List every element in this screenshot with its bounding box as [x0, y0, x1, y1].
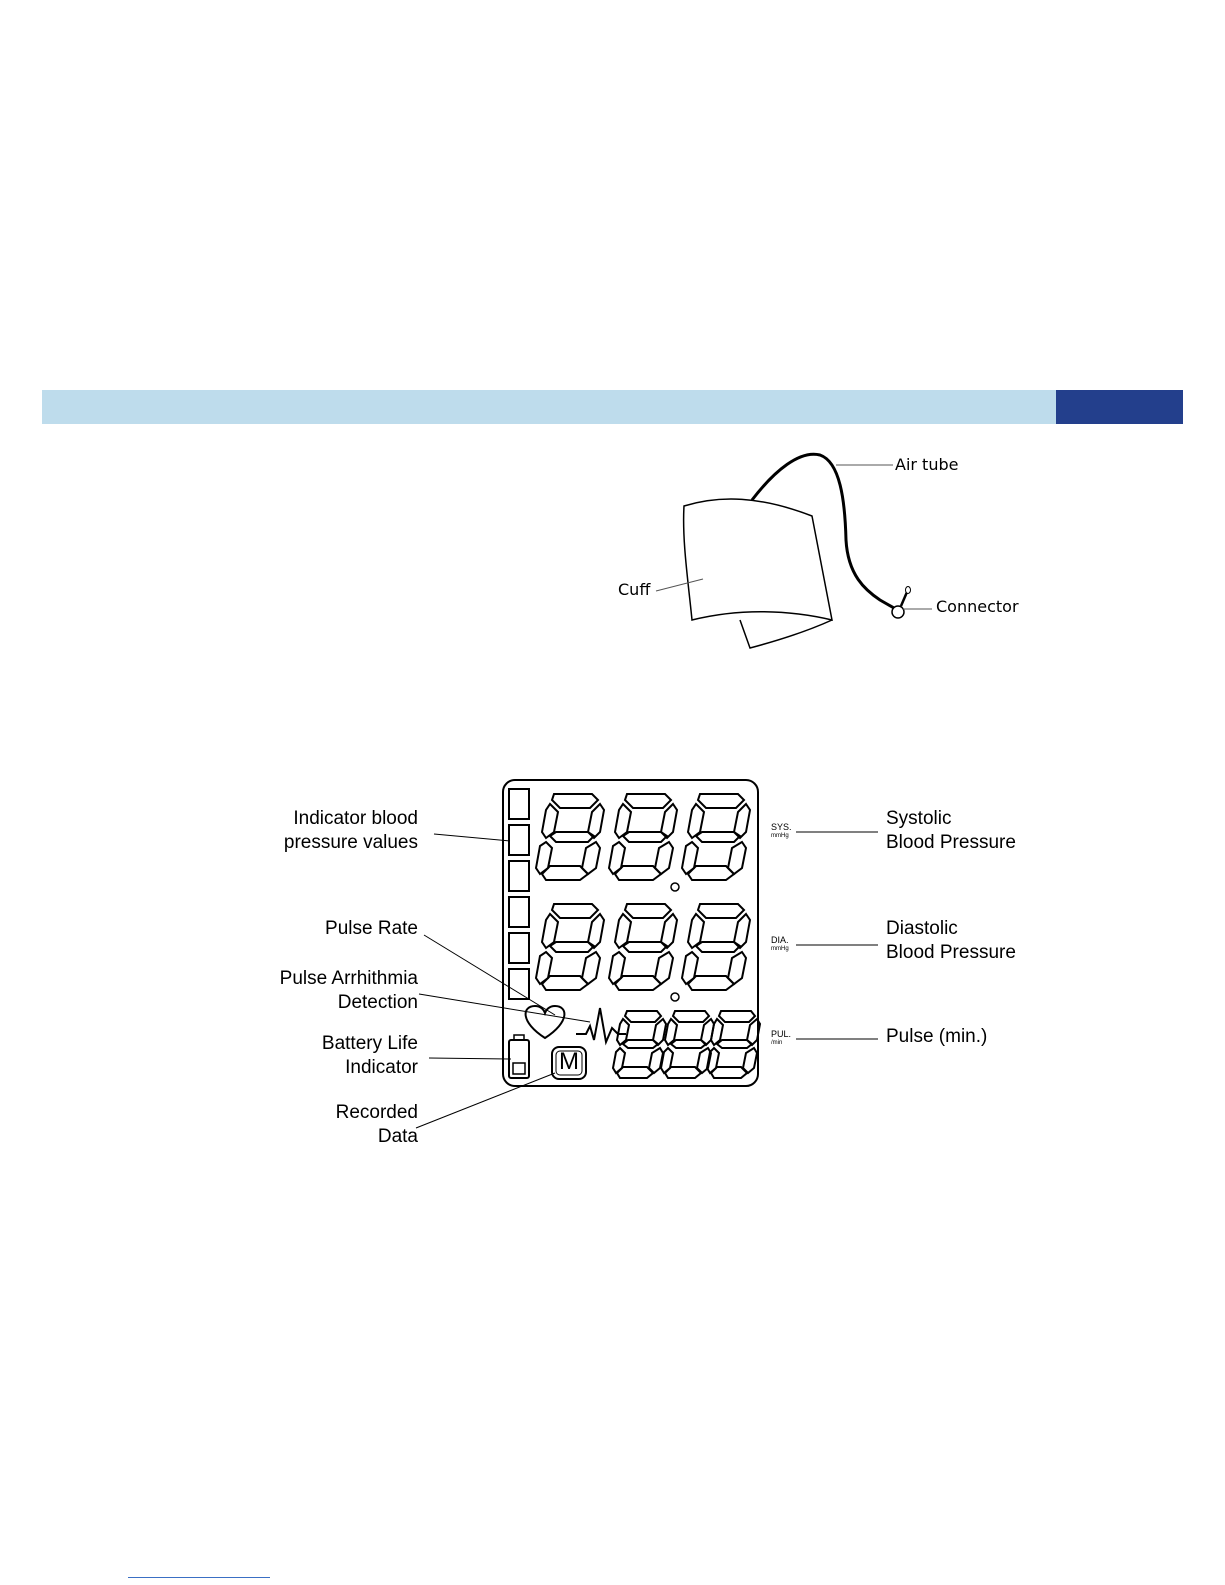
arrhythmia-label: Pulse Arrhithmia Detection	[240, 967, 418, 1015]
pulse-label: Pulse (min.)	[886, 1025, 987, 1049]
sys-unit-tag: mmHg	[771, 833, 789, 840]
indicator-label: Indicator blood pressure values	[240, 807, 418, 855]
battery-label: Battery Life Indicator	[240, 1032, 418, 1080]
recorded-label: Recorded Data	[240, 1101, 418, 1149]
pulse-rate-label: Pulse Rate	[240, 917, 418, 941]
systolic-label: Systolic Blood Pressure	[886, 807, 1016, 855]
diastolic-label: Diastolic Blood Pressure	[886, 917, 1016, 965]
memory-letter: M	[558, 1049, 580, 1075]
sys-tag: SYS.	[771, 822, 792, 832]
pul-unit-tag: /min	[771, 1040, 782, 1047]
footer-link-underline[interactable]	[128, 1577, 270, 1578]
dia-unit-tag: mmHg	[771, 946, 789, 953]
pul-tag: PUL.	[771, 1029, 791, 1039]
dia-tag: DIA.	[771, 935, 789, 945]
